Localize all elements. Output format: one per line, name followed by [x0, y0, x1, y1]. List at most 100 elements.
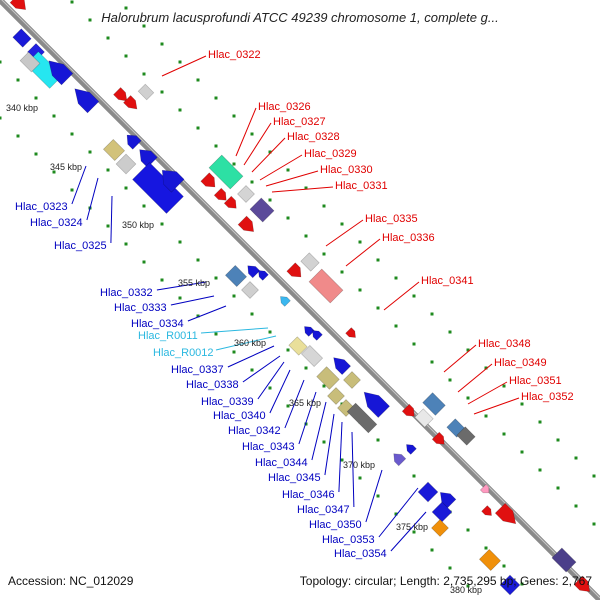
gene-shape — [19, 51, 41, 73]
gene-label-forward: Hlac_0328 — [287, 131, 340, 143]
tick-dot — [520, 450, 524, 454]
gene-box — [12, 28, 32, 48]
leader-line — [156, 281, 207, 291]
leader-line — [215, 335, 277, 351]
gene-label-forward: Hlac_0326 — [258, 101, 311, 113]
gene-label-reverse: Hlac_0344 — [255, 457, 308, 469]
gene-arrow — [213, 187, 227, 201]
gene-box — [316, 366, 340, 390]
tick-dot — [250, 312, 254, 316]
gene-shape — [113, 87, 128, 102]
leader-line — [243, 122, 272, 166]
gene-box — [300, 344, 324, 368]
tick-dot — [214, 332, 218, 336]
gene-arrow — [345, 327, 356, 338]
gene-label-forward: Hlac_0327 — [273, 116, 326, 128]
gene-shape — [223, 195, 237, 209]
tick-dot — [16, 134, 20, 138]
gene-features — [9, 0, 591, 596]
gene-shape — [12, 28, 32, 48]
tick-dot — [16, 78, 20, 82]
tick-dot — [106, 36, 110, 40]
gene-shape — [439, 491, 457, 509]
tick-dot — [322, 204, 326, 208]
gene-arrow — [161, 169, 185, 193]
gene-arrow — [333, 357, 352, 376]
tick-dot — [268, 198, 272, 202]
ruler-tick-label: 340 kbp — [6, 103, 38, 113]
accession-label: Accession: NC_012029 — [8, 574, 134, 588]
leader-line — [259, 154, 303, 181]
gene-label-reverse: Hlac_0323 — [15, 201, 68, 213]
gene-shape — [333, 357, 352, 376]
gene-shape — [417, 481, 439, 503]
gene-shape — [115, 153, 137, 175]
tick-dot — [466, 584, 470, 588]
tick-dot — [592, 522, 596, 526]
map-title: Halorubrum lacusprofundi ATCC 49239 chro… — [101, 10, 499, 25]
tick-dot — [0, 60, 2, 64]
gene-shape — [414, 408, 434, 428]
gene-box — [308, 268, 344, 304]
gene-shape — [393, 453, 407, 467]
tick-dot — [214, 144, 218, 148]
gene-shape — [258, 270, 269, 281]
gene-arrow — [406, 444, 417, 455]
gene-box — [208, 154, 244, 190]
gene-shape — [247, 265, 261, 279]
tick-dot — [322, 440, 326, 444]
ruler-tick-label: 345 kbp — [50, 162, 82, 172]
gene-label-rna: Hlac_R0012 — [153, 347, 214, 359]
gene-box — [102, 138, 126, 162]
tick-dot — [268, 386, 272, 390]
gene-shape — [241, 281, 259, 299]
leader-line — [161, 55, 207, 77]
gene-arrow — [9, 0, 27, 11]
gene-label-forward: Hlac_0336 — [382, 232, 435, 244]
tick-dot — [106, 168, 110, 172]
gene-arrow — [123, 95, 138, 110]
tick-dot — [538, 420, 542, 424]
tick-dot — [538, 468, 542, 472]
gene-shape — [213, 187, 227, 201]
tick-dot — [556, 438, 560, 442]
leader-line — [265, 170, 319, 187]
gene-box — [456, 426, 476, 446]
gene-shape — [308, 268, 344, 304]
gene-arrow — [393, 453, 407, 467]
tick-dot — [448, 378, 452, 382]
gene-shape — [208, 154, 244, 190]
tick-dot — [430, 360, 434, 364]
gene-shape — [224, 264, 248, 288]
tick-dot — [340, 222, 344, 226]
tick-dot — [160, 222, 164, 226]
ruler-tick-label: 365 kbp — [289, 398, 321, 408]
tick-dot — [52, 114, 56, 118]
gene-label-reverse: Hlac_0324 — [30, 217, 83, 229]
gene-label-forward: Hlac_0349 — [494, 357, 547, 369]
tick-dot — [412, 342, 416, 346]
gene-arrow — [258, 270, 269, 281]
leader-line — [235, 107, 257, 157]
gene-label-forward: Hlac_0322 — [208, 49, 261, 61]
gene-arrow — [113, 87, 128, 102]
leader-line — [311, 401, 327, 461]
gene-shape — [237, 215, 255, 233]
leader-line — [200, 327, 269, 334]
gene-arrow — [312, 330, 323, 341]
gene-shape — [249, 197, 275, 223]
gene-shape — [343, 371, 361, 389]
gene-shape — [161, 169, 185, 193]
gene-label-reverse: Hlac_0346 — [282, 489, 335, 501]
tick-dot — [196, 314, 200, 318]
tick-dot — [178, 60, 182, 64]
gene-shape — [48, 60, 74, 86]
tick-dot — [250, 132, 254, 136]
gene-label-forward: Hlac_0330 — [320, 164, 373, 176]
ruler-tick-label: 360 kbp — [234, 338, 266, 348]
tick-dot — [142, 260, 146, 264]
gene-box — [414, 408, 434, 428]
gene-box — [478, 548, 502, 572]
gene-shape — [479, 483, 490, 494]
